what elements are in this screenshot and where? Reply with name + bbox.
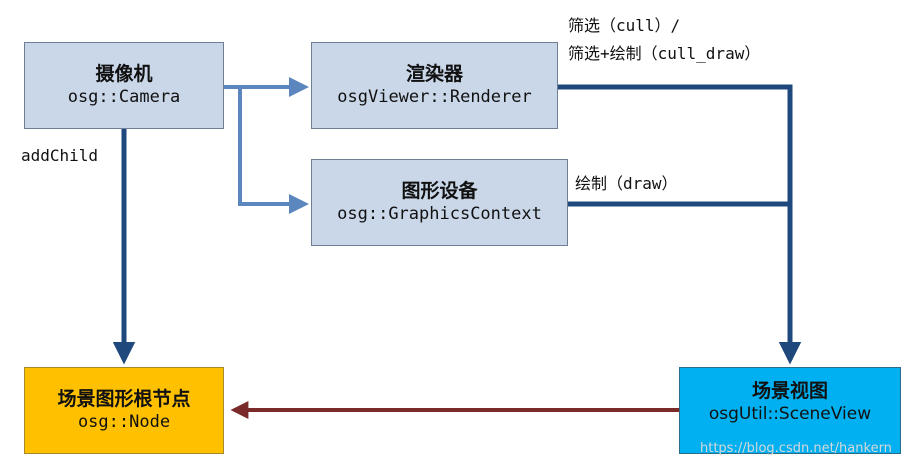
node-root-title: 场景图形根节点 — [57, 388, 191, 410]
node-sceneview: 场景视图 osgUtil::SceneView — [679, 367, 901, 454]
node-camera: 摄像机 osg::Camera — [24, 42, 224, 129]
node-scene-root: 场景图形根节点 osg::Node — [24, 367, 224, 454]
edge-label-cull-draw: 筛选+绘制（cull_draw） — [568, 44, 761, 63]
node-sceneview-class: osgUtil::SceneView — [708, 403, 872, 424]
node-sceneview-title: 场景视图 — [751, 380, 828, 402]
watermark: https://blog.csdn.net/hankern — [700, 441, 892, 456]
node-renderer: 渲染器 osgViewer::Renderer — [311, 42, 558, 129]
arrow-renderer-to-sceneview — [558, 84, 802, 365]
node-context-title: 图形设备 — [401, 180, 478, 202]
arrow-camera-to-context — [238, 87, 309, 214]
edge-label-cull: 筛选（cull）/ — [568, 16, 681, 35]
edge-label-addchild: addChild — [21, 146, 99, 165]
node-renderer-class: osgViewer::Renderer — [337, 86, 532, 107]
node-graphics-context: 图形设备 osg::GraphicsContext — [311, 159, 568, 246]
node-camera-title: 摄像机 — [95, 63, 153, 85]
node-root-class: osg::Node — [77, 411, 171, 432]
node-renderer-title: 渲染器 — [405, 63, 463, 85]
edge-label-draw: 绘制（draw） — [575, 174, 678, 193]
node-context-class: osg::GraphicsContext — [337, 203, 542, 224]
node-camera-class: osg::Camera — [67, 86, 181, 107]
